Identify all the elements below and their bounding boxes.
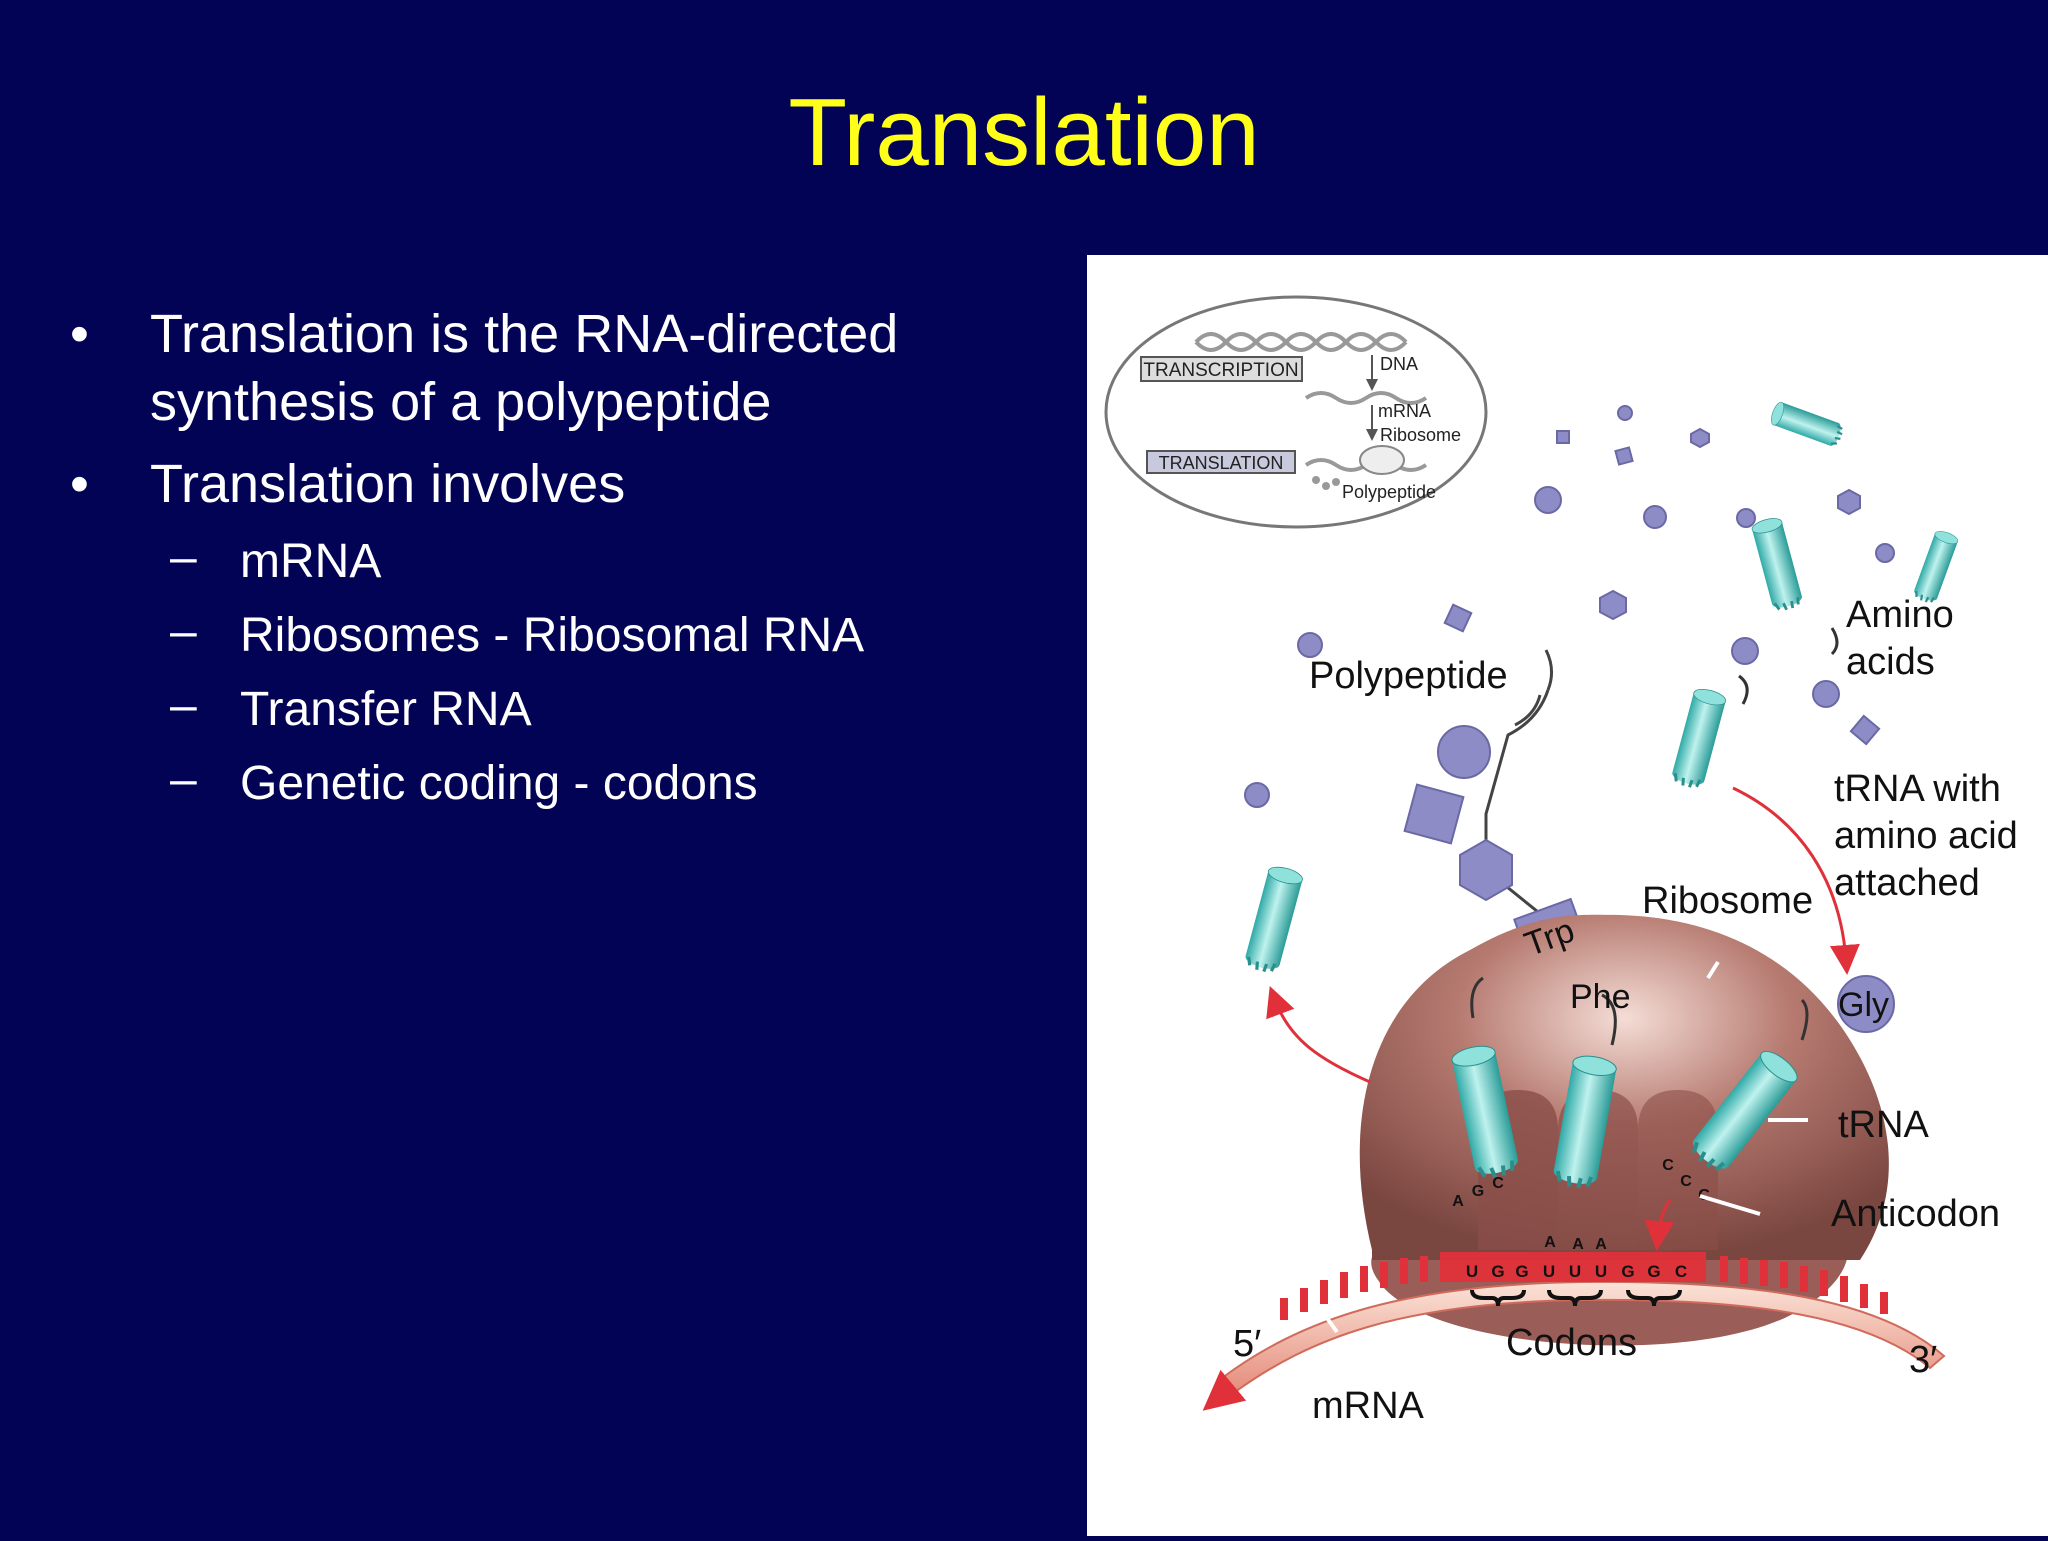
codon-letter: U (1595, 1262, 1607, 1281)
leader-lines (1325, 960, 1808, 1334)
inset-ribosome-label: Ribosome (1380, 425, 1461, 445)
trna-with-amino-acid-label: tRNA with (1834, 768, 2001, 810)
five-prime-label: 5′ (1233, 1323, 1261, 1365)
codon-letter: C (1675, 1262, 1687, 1281)
free-trna-molecules (1241, 399, 1961, 977)
subbullet-text: mRNA (240, 535, 382, 588)
anticodon-letter: C (1680, 1173, 1692, 1190)
transcription-box (1140, 356, 1303, 382)
inset-transcription-label: TRANSCRIPTION (1143, 360, 1298, 381)
codon-letter: G (1621, 1262, 1634, 1281)
codon-letter: G (1491, 1262, 1504, 1281)
subbullet-text: Transfer RNA (240, 683, 532, 736)
mrna-strand (1202, 1252, 1946, 1411)
anticodon-letter: G (1472, 1183, 1484, 1200)
subbullet-marker: – (170, 605, 197, 658)
amino-acid-labels: Trp Phe Gly (1520, 911, 1889, 1024)
codon-letter: G (1647, 1262, 1660, 1281)
codons-label: Codons (1506, 1322, 1637, 1364)
mrna-label: mRNA (1312, 1385, 1425, 1427)
trna-with-amino-acid-label: attached (1834, 862, 1980, 904)
translation-box (1146, 450, 1296, 474)
polypeptide-label: Polypeptide (1309, 655, 1508, 697)
amino-acids-label: Amino (1846, 594, 1954, 636)
diagram-labels: Polypeptide Amino acids tRNA with amino … (1233, 594, 2018, 1427)
inset-dna-label: DNA (1380, 354, 1418, 374)
three-prime-label: 3′ (1909, 1339, 1937, 1381)
codon-letter: U (1466, 1262, 1478, 1281)
bullet-text-line: Translation involves (150, 454, 626, 514)
phe-label: Phe (1570, 978, 1631, 1016)
inset-mrna-label: mRNA (1378, 401, 1431, 421)
subbullet-text: Genetic coding - codons (240, 757, 758, 810)
inset-cell: TRANSCRIPTION TRANSLATION DNA mRNA Ribos… (1104, 295, 1488, 529)
gly-amino-acid (1837, 975, 1895, 1033)
codon-letters: U G G U U U G G C (1466, 1262, 1687, 1281)
amino-acids-label: acids (1846, 641, 1935, 683)
trna-label: tRNA (1838, 1104, 1929, 1146)
subbullet-marker: – (170, 531, 197, 584)
anticodon-label: Anticodon (1831, 1193, 2000, 1235)
inset-translation-label: TRANSLATION (1159, 453, 1284, 473)
subbullet-text: Ribosomes - Ribosomal RNA (240, 609, 865, 662)
codon-braces (1470, 1289, 1682, 1307)
anticodon-letter: A (1572, 1236, 1584, 1253)
bullet-marker: • (70, 454, 89, 514)
codon-letter: G (1515, 1262, 1528, 1281)
ribosome-label: Ribosome (1642, 880, 1813, 922)
bound-trna-molecules (1448, 975, 1895, 1193)
inset-polypeptide-label: Polypeptide (1342, 482, 1436, 502)
slide-title: Translation (788, 79, 1260, 186)
gly-label: Gly (1838, 986, 1889, 1024)
process-arrows (1266, 786, 1860, 1251)
bullet-text-line: synthesis of a polypeptide (150, 372, 772, 432)
subbullet-marker: – (170, 679, 197, 732)
subbullet-marker: – (170, 753, 197, 806)
anticodon-letter: C (1662, 1157, 1674, 1174)
anticodon-letter: C (1492, 1175, 1504, 1192)
bullet-marker: • (70, 304, 89, 364)
bullet-text-line: Translation is the RNA-directed (150, 304, 899, 364)
trna-with-amino-acid-label: amino acid (1834, 815, 2018, 857)
anticodon-letter: A (1595, 1236, 1607, 1253)
codon-letter: U (1569, 1262, 1581, 1281)
codon-letter: U (1543, 1262, 1555, 1281)
anticodon-letter: A (1544, 1234, 1556, 1251)
free-amino-acids (1244, 405, 1895, 808)
diagram-svg: TRANSCRIPTION TRANSLATION DNA mRNA Ribos… (1104, 295, 2018, 1427)
anticodon-letter: A (1452, 1193, 1464, 1210)
translation-diagram: TRANSCRIPTION TRANSLATION DNA mRNA Ribos… (1087, 255, 2048, 1536)
